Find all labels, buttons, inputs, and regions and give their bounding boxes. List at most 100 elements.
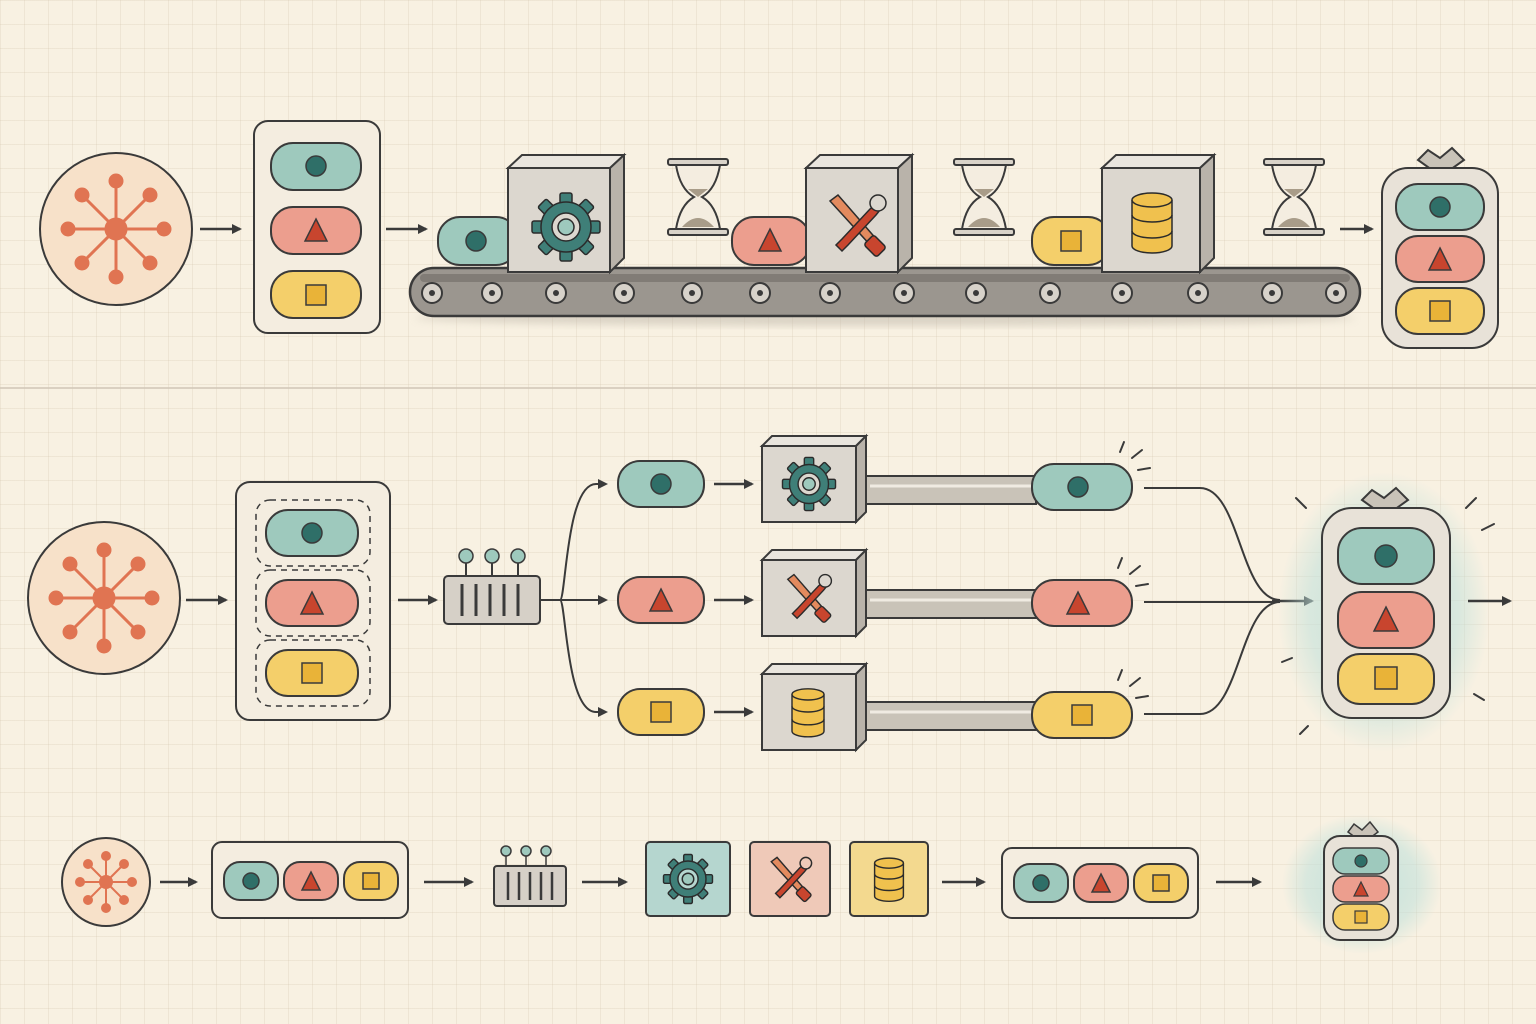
- square-icon: [1374, 666, 1398, 690]
- triangle-icon: [1372, 605, 1400, 632]
- salmon-item: [1073, 863, 1129, 903]
- salmon-item: [1332, 875, 1390, 903]
- teal-item: [1031, 463, 1133, 511]
- tools-machine: [759, 547, 869, 639]
- hourglass-icon: [953, 158, 1015, 236]
- salmon-item: [265, 579, 359, 627]
- triangle-icon: [1353, 880, 1369, 897]
- split-path: [540, 599, 608, 717]
- teal-item: [1332, 847, 1390, 875]
- gear-icon: [662, 853, 714, 905]
- output-bag: [1381, 146, 1499, 349]
- sparkle-icon: [1117, 557, 1149, 587]
- square-icon: [1354, 910, 1368, 924]
- lane-yellow: [617, 601, 1281, 753]
- teal-item: [437, 216, 519, 266]
- teal-item: [1337, 527, 1435, 585]
- square-icon: [301, 662, 323, 684]
- yellow-item: [265, 649, 359, 697]
- input-batch-panel: [211, 841, 409, 919]
- circle-dot-icon: [1429, 196, 1451, 218]
- wrench-screwdriver-icon: [786, 573, 833, 623]
- input-batch-panel: [253, 120, 381, 334]
- teal-item: [223, 861, 279, 901]
- parallel-pipeline: [27, 433, 1512, 753]
- tools-machine: [803, 152, 915, 275]
- yellow-item: [1031, 216, 1111, 266]
- database-machine: [1099, 152, 1217, 275]
- hub-source: [61, 837, 151, 927]
- teal-item: [1013, 863, 1069, 903]
- hourglass-icon: [667, 158, 729, 236]
- database-icon: [1131, 192, 1173, 254]
- teal-item: [617, 460, 705, 508]
- merge-path: [1144, 601, 1281, 715]
- square-icon: [1152, 874, 1170, 892]
- gear-machine: [645, 841, 731, 917]
- network-hub-icon: [60, 173, 172, 285]
- salmon-item: [283, 861, 339, 901]
- distributor-icon: [443, 548, 541, 625]
- network-hub-icon: [48, 542, 160, 654]
- square-icon: [1071, 704, 1093, 726]
- yellow-item: [1395, 287, 1485, 335]
- triangle-icon: [1427, 246, 1453, 271]
- salmon-item: [1031, 579, 1133, 627]
- sparkle-icon: [1281, 497, 1495, 735]
- teal-item: [1395, 183, 1485, 231]
- circle-dot-icon: [1032, 874, 1050, 892]
- distributor-icon: [493, 845, 567, 907]
- database-icon: [791, 688, 825, 738]
- yellow-item: [1031, 691, 1133, 739]
- square-icon: [650, 701, 672, 723]
- square-icon: [1060, 230, 1082, 252]
- network-hub-icon: [75, 851, 137, 913]
- database-machine: [759, 661, 869, 753]
- bag-tie-icon: [1416, 146, 1466, 171]
- gear-icon: [531, 192, 601, 262]
- yellow-item: [270, 270, 362, 319]
- wrench-screwdriver-icon: [770, 856, 813, 903]
- salmon-item: [731, 216, 811, 266]
- yellow-item: [343, 861, 399, 901]
- square-icon: [362, 872, 380, 890]
- hub-source: [27, 521, 181, 675]
- salmon-item: [617, 576, 705, 624]
- sparkle-icon: [1117, 669, 1149, 699]
- gear-icon: [781, 456, 837, 512]
- database-machine: [849, 841, 929, 917]
- salmon-item: [270, 206, 362, 255]
- circle-dot-icon: [465, 230, 487, 252]
- output-bag: [1282, 814, 1442, 954]
- gear-machine: [759, 433, 869, 525]
- triangle-icon: [299, 590, 325, 615]
- hourglass-icon: [1263, 158, 1325, 236]
- yellow-item: [1332, 903, 1390, 931]
- yellow-item: [1337, 653, 1435, 705]
- output-bag: [1278, 472, 1495, 752]
- circle-dot-icon: [1374, 544, 1398, 568]
- conveyor-belt: [408, 266, 1362, 326]
- circle-dot-icon: [650, 473, 672, 495]
- compact-pipeline: [61, 814, 1442, 954]
- circle-dot-icon: [301, 522, 323, 544]
- sparkle-icon: [1119, 441, 1151, 471]
- wrench-screwdriver-icon: [828, 193, 887, 257]
- circle-dot-icon: [1067, 476, 1089, 498]
- triangle-icon: [648, 587, 674, 612]
- hub-source: [39, 152, 193, 306]
- tools-machine: [749, 841, 831, 917]
- output-batch-panel: [1001, 847, 1199, 919]
- input-batch-panel: [235, 481, 391, 721]
- triangle-icon: [300, 870, 322, 891]
- circle-dot-icon: [1354, 854, 1368, 868]
- lane-salmon: [617, 547, 1280, 639]
- triangle-icon: [303, 217, 329, 242]
- lane-teal: [617, 433, 1281, 601]
- salmon-item: [1337, 591, 1435, 649]
- database-icon: [873, 857, 905, 903]
- triangle-icon: [757, 227, 783, 252]
- circle-dot-icon: [305, 155, 327, 177]
- circle-dot-icon: [242, 872, 260, 890]
